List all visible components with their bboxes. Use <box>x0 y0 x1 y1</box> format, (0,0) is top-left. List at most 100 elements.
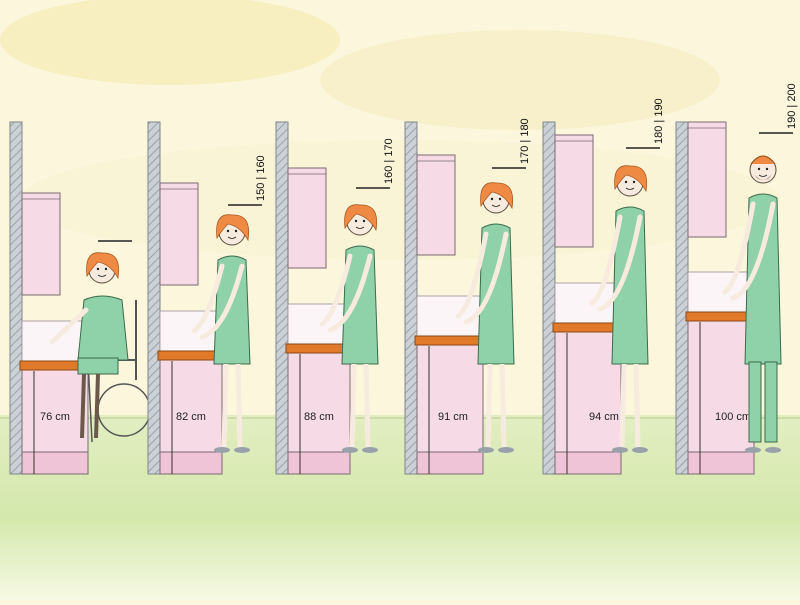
person-arm <box>597 214 643 312</box>
countertop <box>685 311 757 322</box>
person-eye <box>104 267 108 271</box>
person-eye <box>226 229 230 233</box>
cabinet-plinth <box>287 451 351 475</box>
wall-cabinet <box>287 167 327 269</box>
countertop <box>414 335 486 346</box>
cabinet-plinth <box>416 451 484 475</box>
base-cabinet <box>554 330 622 475</box>
person-leg <box>363 363 371 449</box>
wall-pillar <box>275 121 289 475</box>
person-leg <box>748 361 762 443</box>
user-height-range: 190 | 200 <box>786 83 798 129</box>
person-leg <box>349 363 357 449</box>
person-shoe <box>342 447 358 453</box>
cabinet-plinth <box>21 451 89 475</box>
person-leg <box>80 373 86 439</box>
person-eye <box>490 197 494 201</box>
counter-height-label: 82 cm <box>176 411 206 423</box>
background-wash <box>20 140 780 260</box>
person-arm <box>455 231 489 319</box>
person-shoe <box>632 447 648 453</box>
wall-pillar <box>542 121 556 475</box>
person-leg <box>235 363 243 449</box>
person-hair <box>480 182 514 210</box>
person-eye <box>757 167 761 171</box>
person-body <box>744 193 782 365</box>
person-shoe <box>612 447 628 453</box>
person-hair <box>216 214 250 242</box>
base-cabinet <box>687 319 755 475</box>
person-body <box>341 245 379 365</box>
person-leg <box>633 363 641 449</box>
wall-pillar <box>404 121 418 475</box>
person-shoe <box>362 447 378 453</box>
person-mouth <box>491 204 501 207</box>
wall-cabinet <box>554 134 594 248</box>
person-leg <box>499 363 507 449</box>
person-shoe <box>498 447 514 453</box>
person-arm <box>589 214 623 306</box>
backsplash <box>416 295 482 337</box>
person-hair <box>750 155 776 165</box>
counter-height-label: 76 cm <box>40 411 70 423</box>
person-arm <box>319 253 353 327</box>
counter-height-label: 94 cm <box>589 411 619 423</box>
user-height-range: 180 | 190 <box>653 98 665 144</box>
person-mouth <box>625 187 635 190</box>
person-body <box>77 295 129 361</box>
station: 100 cm 190 | 200 <box>675 83 798 475</box>
person-leg <box>485 363 493 449</box>
backsplash <box>687 271 753 313</box>
station: 94 cm 180 | 190 <box>542 98 665 475</box>
wall-cabinet <box>159 182 199 286</box>
person-leg <box>94 373 100 439</box>
user-height-range: 170 | 180 <box>519 118 531 164</box>
person-hair <box>614 165 648 193</box>
person-leg <box>764 361 778 443</box>
wheelchair-user-figure <box>49 252 151 443</box>
person-arm <box>730 201 776 301</box>
wall-cabinet <box>416 154 456 256</box>
person-mouth <box>97 274 107 277</box>
person-lap <box>77 357 119 375</box>
person-eye <box>96 267 100 271</box>
person-mouth <box>355 226 365 229</box>
person-arm <box>722 201 756 295</box>
person-shoe <box>214 447 230 453</box>
person-body <box>213 255 251 365</box>
person-arm <box>49 307 89 345</box>
person-hair <box>86 252 120 280</box>
person-eye <box>624 180 628 184</box>
user-height-range: 160 | 170 <box>383 138 395 184</box>
person-leg <box>619 363 627 449</box>
person-mouth <box>758 174 768 177</box>
person-arm <box>327 253 373 333</box>
counter-height-label: 100 cm <box>715 411 751 423</box>
person-eye <box>362 219 366 223</box>
person-arm <box>463 231 509 325</box>
woman-figure <box>589 165 649 453</box>
wall-cabinet <box>21 192 61 296</box>
person-hair <box>344 204 378 232</box>
woman-figure <box>319 204 379 453</box>
woman-figure <box>455 182 515 453</box>
person-shoe <box>478 447 494 453</box>
person-leg <box>221 363 229 449</box>
person-shoe <box>765 447 781 453</box>
background-wash <box>320 30 720 130</box>
cabinet-plinth <box>687 451 755 475</box>
person-body <box>611 206 649 365</box>
cabinet-plinth <box>159 451 223 475</box>
person-eye <box>234 229 238 233</box>
wall-pillar <box>675 121 689 475</box>
person-shoe <box>234 447 250 453</box>
person-arm <box>191 263 225 334</box>
woman-figure <box>191 214 251 453</box>
cabinet-plinth <box>554 451 622 475</box>
floor <box>0 415 800 600</box>
person-eye <box>632 180 636 184</box>
